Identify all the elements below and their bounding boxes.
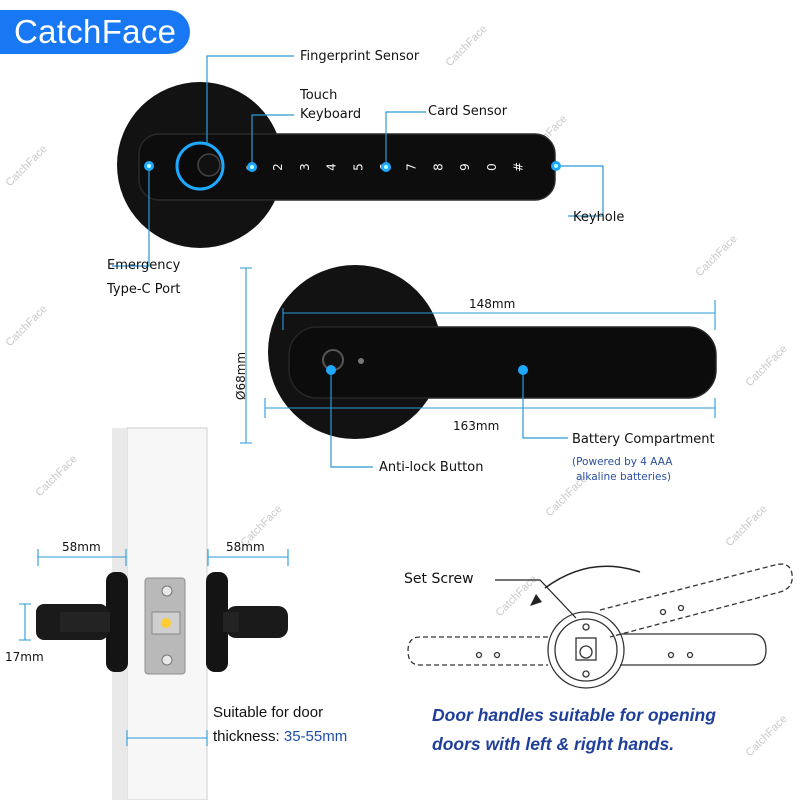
emergency-port-label-line1: Emergency bbox=[107, 258, 181, 273]
card-sensor-label: Card Sensor bbox=[428, 104, 508, 119]
keypad-key: 3 bbox=[298, 163, 312, 171]
door-thickness-value: 35-55mm bbox=[283, 728, 348, 745]
keypad-key: 9 bbox=[458, 163, 472, 171]
keypad-key: 8 bbox=[431, 163, 445, 171]
door-thickness-line2: thickness: 35-55mm bbox=[213, 726, 347, 748]
keypad-key: # bbox=[512, 162, 526, 172]
battery-compartment-icon bbox=[518, 365, 528, 375]
brand-logo: CatchFace bbox=[0, 10, 190, 54]
hands-note-line2: doors with left & right hands. bbox=[432, 734, 675, 754]
anti-lock-button-label: Anti-lock Button bbox=[379, 460, 484, 475]
battery-note-line1: (Powered by 4 AAA bbox=[572, 456, 673, 468]
door-thickness-line1: Suitable for door bbox=[213, 704, 324, 721]
keypad-key: 2 bbox=[271, 163, 285, 171]
keyhole-label: Keyhole bbox=[573, 210, 625, 225]
battery-compartment-label: Battery Compartment bbox=[572, 432, 715, 447]
battery-note-line2: alkaline batteries) bbox=[576, 471, 672, 483]
emergency-port-label-line2: Type-C Port bbox=[107, 282, 181, 297]
door-section bbox=[19, 427, 289, 800]
lock-back-view bbox=[240, 265, 717, 468]
keypad-key: 5 bbox=[351, 163, 365, 171]
fingerprint-sensor-label: Fingerprint Sensor bbox=[300, 49, 420, 64]
keypad-key: 7 bbox=[405, 163, 419, 171]
door-thickness-prefix: thickness: bbox=[213, 728, 284, 745]
touch-keyboard-label-line2: Keyboard bbox=[300, 107, 362, 122]
touch-keyboard-label-line1: Touch bbox=[300, 88, 338, 103]
set-screw-label: Set Screw bbox=[404, 571, 474, 587]
left-depth-dimension: 58mm bbox=[62, 540, 101, 554]
keypad-key: 4 bbox=[325, 163, 339, 171]
right-depth-dimension: 58mm bbox=[226, 540, 265, 554]
length-148-dimension: 148mm bbox=[469, 297, 516, 311]
keypad-key: 0 bbox=[485, 163, 499, 171]
diameter-dimension: Ø68mm bbox=[234, 351, 248, 400]
handle-height-dimension: 17mm bbox=[5, 650, 44, 664]
hands-note-line1: Door handles suitable for opening bbox=[432, 705, 716, 725]
anti-lock-button-icon bbox=[326, 365, 336, 375]
length-163-dimension: 163mm bbox=[453, 419, 500, 433]
rotation-diagram bbox=[407, 563, 793, 689]
lock-front-view: 1234567890# bbox=[112, 55, 604, 267]
